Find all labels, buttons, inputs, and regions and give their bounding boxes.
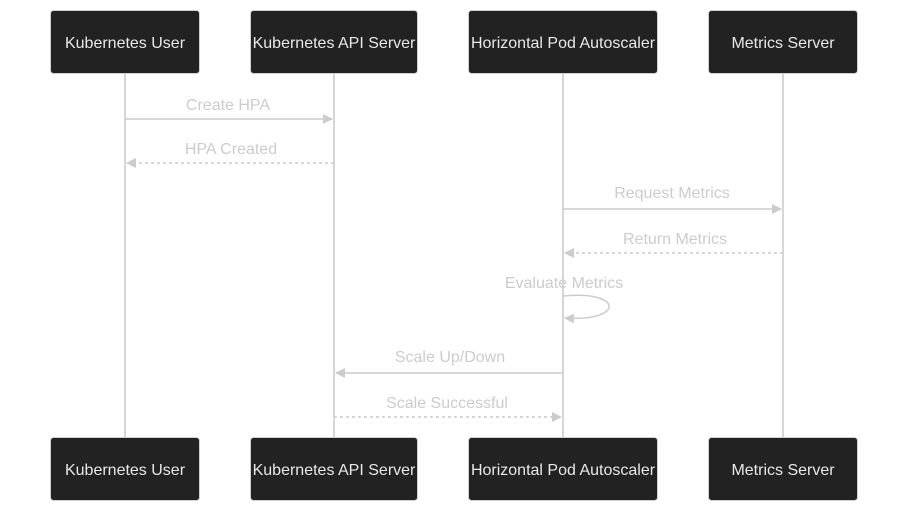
actor-kubernetes-api-server-top: Kubernetes API Server — [250, 10, 418, 74]
lifelines — [124, 74, 784, 437]
message-label: Scale Up/Down — [395, 349, 505, 366]
message-label: HPA Created — [185, 141, 277, 158]
actor-label: Horizontal Pod Autoscaler — [471, 35, 656, 52]
message-label: Create HPA — [186, 97, 271, 114]
message-evaluate-metrics: Evaluate Metrics — [505, 275, 623, 324]
actor-horizontal-pod-autoscaler-top: Horizontal Pod Autoscaler — [468, 10, 658, 74]
actor-label: Kubernetes API Server — [253, 35, 416, 52]
actor-label: Kubernetes User — [65, 462, 186, 479]
message-label: Scale Successful — [386, 395, 508, 412]
message-label: Request Metrics — [614, 185, 730, 202]
message-return-metrics: Return Metrics — [564, 231, 783, 258]
actor-kubernetes-user-top: Kubernetes User — [50, 10, 200, 74]
actor-label: Horizontal Pod Autoscaler — [471, 462, 656, 479]
message-scale-successful: Scale Successful — [334, 395, 562, 422]
actor-metrics-server-top: Metrics Server — [708, 10, 858, 74]
actor-kubernetes-api-server-bottom: Kubernetes API Server — [250, 437, 418, 501]
actor-label: Metrics Server — [731, 462, 835, 479]
message-request-metrics: Request Metrics — [563, 185, 782, 214]
actor-label: Metrics Server — [731, 35, 835, 52]
message-hpa-created: HPA Created — [126, 141, 334, 168]
actor-horizontal-pod-autoscaler-bottom: Horizontal Pod Autoscaler — [468, 437, 658, 501]
actor-label: Kubernetes API Server — [253, 462, 416, 479]
actor-metrics-server-bottom: Metrics Server — [708, 437, 858, 501]
self-message-arrow — [562, 294, 610, 324]
actor-kubernetes-user-bottom: Kubernetes User — [50, 437, 200, 501]
message-label: Evaluate Metrics — [505, 275, 623, 292]
message-scale-up-down: Scale Up/Down — [335, 349, 563, 378]
actor-label: Kubernetes User — [65, 35, 186, 52]
message-label: Return Metrics — [623, 231, 727, 248]
message-create-hpa: Create HPA — [125, 97, 333, 124]
